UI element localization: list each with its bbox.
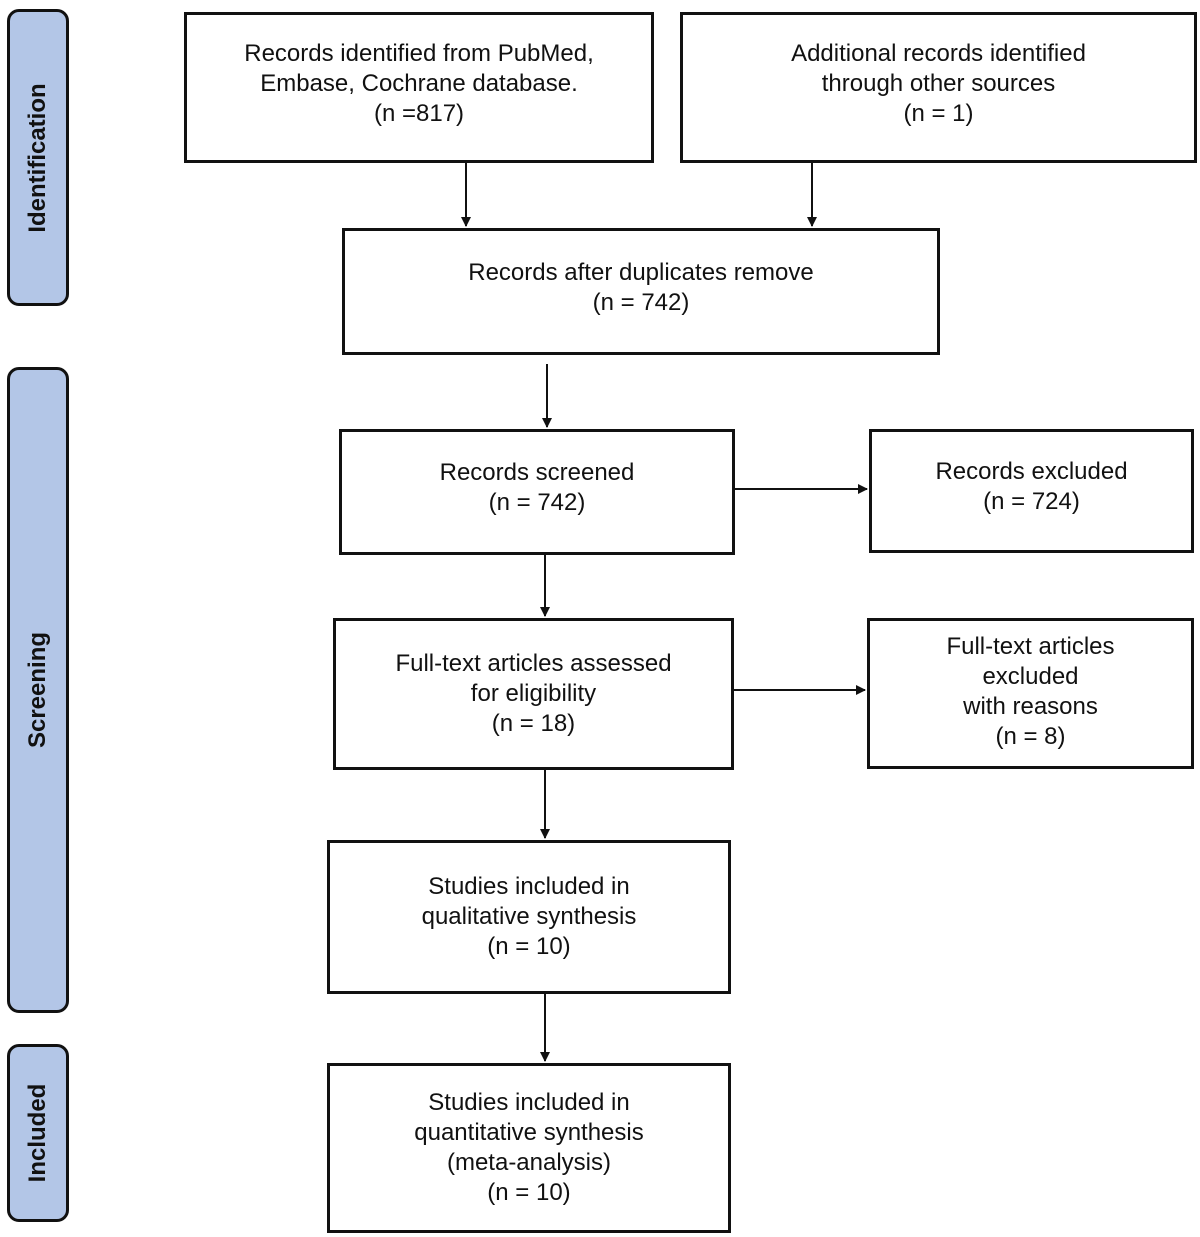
box-line: (n = 1) [903, 99, 974, 127]
box-line: for eligibility [470, 680, 597, 707]
box-line: (n =817) [373, 99, 465, 127]
box-line: excluded [982, 662, 1079, 690]
box-quantitative-synthesis: Studies included in quantitative synthes… [327, 1063, 731, 1233]
box-records-excluded: Records excluded (n = 724) [869, 429, 1194, 553]
phase-screening: Screening [7, 367, 69, 1013]
box-line: Records identified from PubMed, [244, 39, 594, 67]
box-line: Records screened [439, 459, 635, 486]
box-after-duplicates: Records after duplicates remove (n = 742… [342, 228, 940, 355]
box-fulltext-excluded: Full-text articles excluded with reasons… [867, 618, 1194, 769]
box-line: Full-text articles assessed [395, 650, 672, 677]
box-line: Records excluded [935, 458, 1128, 485]
box-line: Studies included in [428, 1089, 630, 1116]
phase-included: Included [7, 1044, 69, 1222]
box-line: (n = 18) [491, 710, 576, 737]
phase-identification: Identification [7, 9, 69, 306]
box-records-screened: Records screened (n = 742) [339, 429, 735, 555]
box-line: (n = 742) [592, 288, 690, 316]
box-line: Records after duplicates remove [468, 258, 814, 286]
box-line: Additional records identified [791, 39, 1086, 67]
box-line: (n = 10) [487, 933, 571, 960]
box-line: Embase, Cochrane database. [260, 69, 578, 97]
box-line: Full-text articles [946, 632, 1115, 660]
box-line: through other sources [821, 69, 1056, 97]
box-line: with reasons [963, 692, 1098, 720]
box-line: (meta-analysis) [446, 1149, 612, 1176]
box-line: (n = 742) [488, 489, 586, 516]
box-fulltext-assessed: Full-text articles assessed for eligibil… [333, 618, 734, 770]
box-line: Studies included in [428, 873, 630, 900]
box-line: (n = 724) [983, 488, 1080, 515]
box-line: (n = 10) [487, 1179, 571, 1206]
box-additional-records: Additional records identified through ot… [680, 12, 1197, 163]
box-line: quantitative synthesis [414, 1119, 644, 1146]
box-line: qualitative synthesis [421, 903, 637, 930]
box-qualitative-synthesis: Studies included in qualitative synthesi… [327, 840, 731, 994]
box-records-identified: Records identified from PubMed, Embase, … [184, 12, 654, 163]
box-line: (n = 8) [995, 722, 1066, 750]
